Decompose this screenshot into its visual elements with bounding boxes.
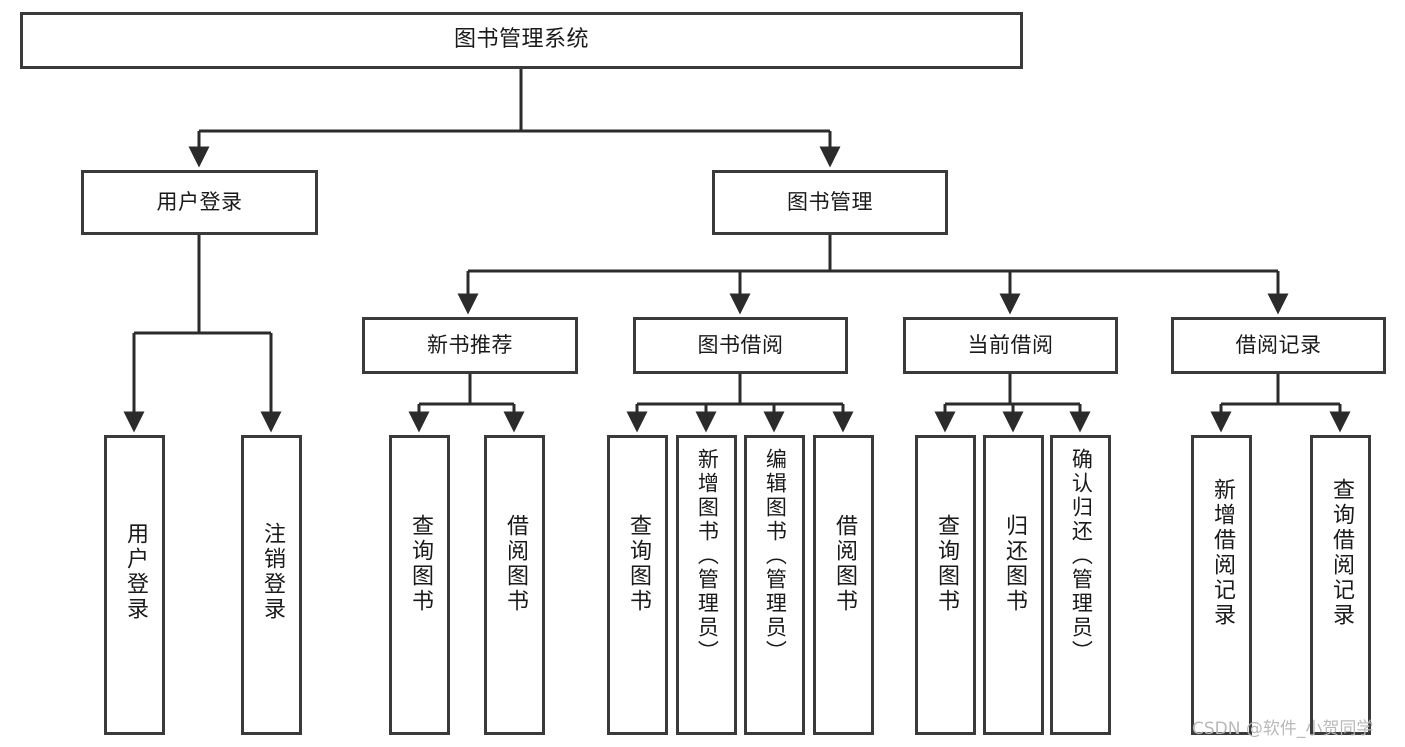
leaf-query-record-label: 查询借阅记录 [1328, 478, 1354, 628]
leaf-return-book-label: 归还图书 [1001, 514, 1027, 614]
node-new-book-recommend[interactable]: 新书推荐 [362, 317, 578, 374]
leaf-query-book-1-label: 查询图书 [407, 514, 433, 614]
watermark: CSDN @软件_小贺同学 [1192, 719, 1374, 739]
leaf-user-login-label: 用户登录 [122, 522, 148, 622]
node-new-book-recommend-label: 新书推荐 [427, 332, 513, 357]
node-root-label: 图书管理系统 [453, 27, 589, 53]
leaf-query-book-3-label: 查询图书 [933, 514, 959, 614]
leaf-query-book-1[interactable]: 查询图书 [389, 435, 450, 735]
node-root[interactable]: 图书管理系统 [20, 12, 1023, 69]
leaf-borrow-book-1[interactable]: 借阅图书 [484, 435, 545, 735]
node-borrow-record-label: 借阅记录 [1235, 332, 1322, 357]
leaf-borrow-book-1-label: 借阅图书 [502, 514, 528, 614]
leaf-add-book[interactable]: 新增图书（管理员） [676, 435, 737, 735]
node-current-borrow-label: 当前借阅 [967, 332, 1054, 357]
node-user-login-label: 用户登录 [156, 189, 243, 214]
leaf-edit-book[interactable]: 编辑图书（管理员） [744, 435, 805, 735]
node-book-borrow[interactable]: 图书借阅 [633, 317, 848, 374]
node-borrow-record[interactable]: 借阅记录 [1171, 317, 1386, 374]
leaf-query-book-2-label: 查询图书 [625, 514, 651, 614]
leaf-confirm-return[interactable]: 确认归还（管理员） [1050, 435, 1111, 735]
node-user-login[interactable]: 用户登录 [81, 170, 318, 235]
leaf-add-record-label: 新增借阅记录 [1209, 478, 1235, 628]
leaf-borrow-book-2-label: 借阅图书 [831, 514, 857, 614]
leaf-user-login[interactable]: 用户登录 [104, 435, 165, 735]
leaf-query-book-2[interactable]: 查询图书 [607, 435, 668, 735]
leaf-borrow-book-2[interactable]: 借阅图书 [813, 435, 874, 735]
leaf-confirm-return-label: 确认归还（管理员） [1069, 448, 1094, 664]
leaf-add-book-label: 新增图书（管理员） [695, 448, 720, 664]
leaf-logout[interactable]: 注销登录 [241, 435, 302, 735]
leaf-logout-label: 注销登录 [259, 522, 285, 622]
node-book-borrow-label: 图书借阅 [697, 332, 784, 357]
leaf-query-record[interactable]: 查询借阅记录 [1310, 435, 1371, 735]
node-current-borrow[interactable]: 当前借阅 [903, 317, 1118, 374]
leaf-add-record[interactable]: 新增借阅记录 [1191, 435, 1252, 735]
leaf-query-book-3[interactable]: 查询图书 [915, 435, 976, 735]
node-book-manage-label: 图书管理 [787, 189, 873, 214]
leaf-edit-book-label: 编辑图书（管理员） [763, 448, 788, 664]
leaf-return-book[interactable]: 归还图书 [983, 435, 1044, 735]
node-book-manage[interactable]: 图书管理 [712, 170, 948, 235]
